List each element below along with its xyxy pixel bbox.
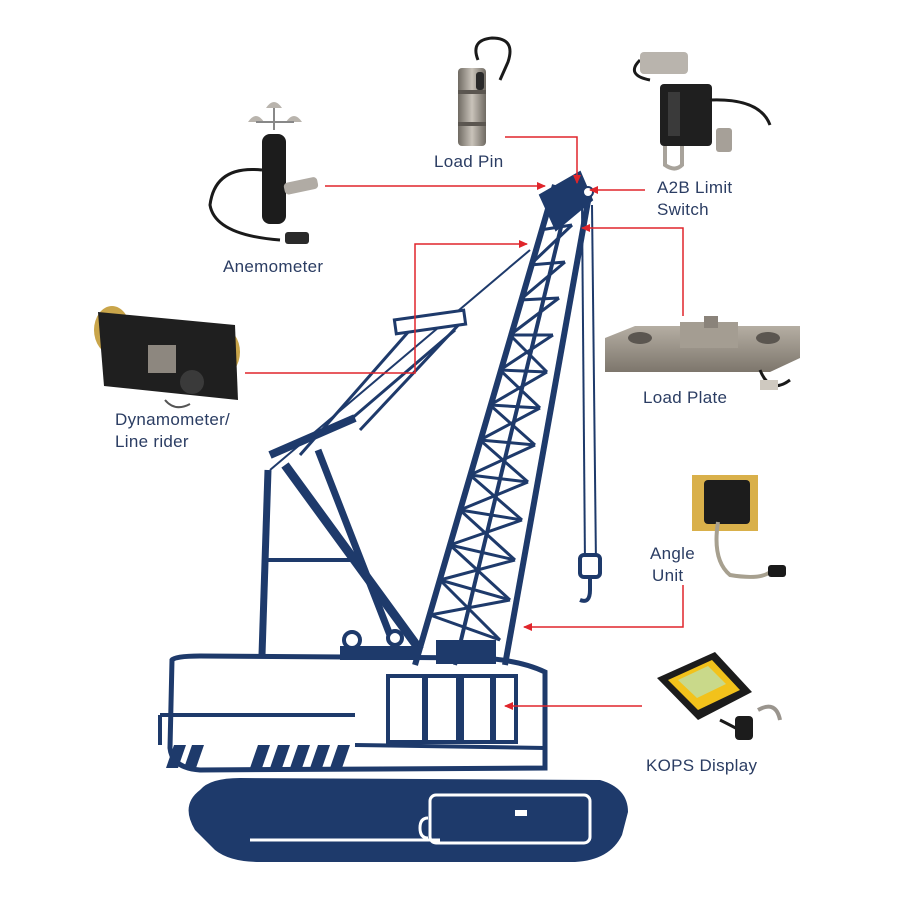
- a2b-limit-switch-icon: [632, 52, 772, 171]
- crane-tracks: [188, 778, 629, 862]
- crane-lattice-boom: [340, 170, 602, 666]
- label-load-pin: Load Pin: [434, 151, 504, 173]
- callout-lines: [245, 136, 684, 710]
- crawler-crane-illustration: [158, 170, 629, 862]
- crane-body: [158, 653, 548, 773]
- label-angle-unit: Angle Unit: [650, 543, 695, 587]
- angle-unit-icon: [692, 475, 786, 579]
- label-dynamometer: Dynamometer/ Line rider: [115, 409, 230, 453]
- label-a2b-line-1: A2B Limit: [657, 178, 733, 197]
- label-a2b-limit-switch: A2B Limit Switch: [657, 177, 732, 221]
- callout-load-plate: [581, 224, 684, 316]
- label-a2b-line-2: Switch: [657, 200, 709, 219]
- anemometer-icon: [208, 102, 319, 244]
- dynamometer-line-rider-icon: [94, 306, 240, 409]
- kops-display-icon: [657, 652, 782, 740]
- label-load-plate: Load Plate: [643, 387, 727, 409]
- load-pin-sensor-icon: [458, 36, 512, 146]
- load-plate-icon: [605, 316, 800, 390]
- crane-a-frame: [258, 249, 531, 656]
- label-anemometer-text: Anemometer: [223, 257, 324, 276]
- label-kops-display: KOPS Display: [646, 755, 757, 777]
- label-angle-unit-line-2: Unit: [652, 566, 684, 585]
- label-dynamometer-line-2: Line rider: [115, 432, 189, 451]
- label-load-plate-text: Load Plate: [643, 388, 728, 407]
- callout-dynamometer: [245, 240, 528, 374]
- callout-angle-unit: [523, 585, 684, 631]
- label-load-pin-text: Load Pin: [434, 152, 504, 171]
- label-anemometer: Anemometer: [223, 256, 323, 278]
- label-kops-display-text: KOPS Display: [646, 756, 758, 775]
- label-dynamometer-line-1: Dynamometer/: [115, 410, 231, 429]
- label-angle-unit-line-1: Angle: [650, 544, 695, 563]
- callout-load-pin: [505, 136, 581, 184]
